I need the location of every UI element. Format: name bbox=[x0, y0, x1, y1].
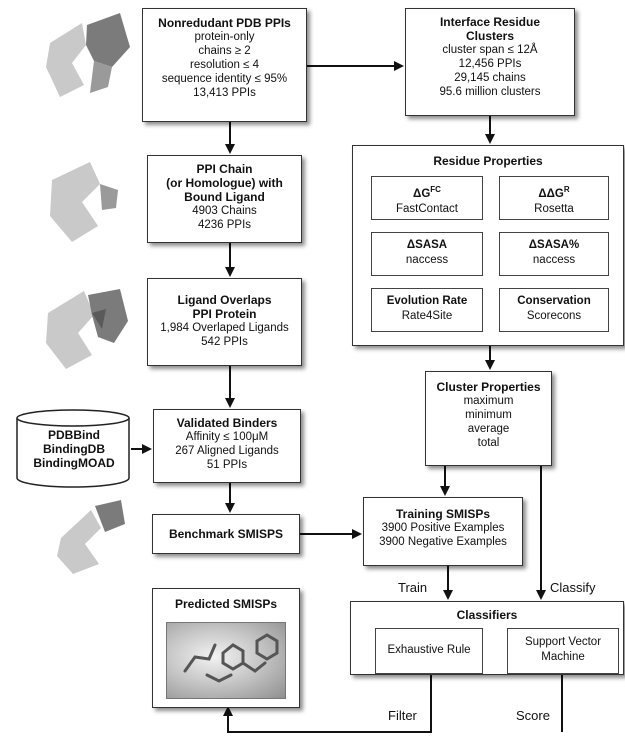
database-name: BindingMOAD bbox=[33, 456, 115, 470]
classifiers-box: Classifiers Exhaustive Rule Support Vect… bbox=[350, 601, 624, 675]
interface-residue-clusters-box: Interface Residue Clusters cluster span … bbox=[405, 8, 575, 116]
property-tool: Rosetta bbox=[534, 202, 574, 215]
classifier-name: Exhaustive Rule bbox=[387, 644, 471, 656]
training-smisps-box: Training SMISPs 3900 Positive Examples 3… bbox=[363, 497, 523, 566]
box-line: 4236 PPIs bbox=[197, 219, 252, 231]
arrow-classifiers-to-predicted bbox=[223, 675, 432, 733]
box-title: PPI Protein bbox=[192, 307, 257, 321]
property-superscript: R bbox=[563, 185, 570, 194]
protein-shape-icon bbox=[46, 289, 128, 369]
edge-label-filter: Filter bbox=[388, 708, 417, 723]
box-line: 1,984 Overlaped Ligands bbox=[160, 322, 289, 334]
box-line: Affinity ≤ 100μM bbox=[185, 431, 269, 443]
box-title: Interface Residue bbox=[439, 15, 541, 29]
box-line: 3900 Negative Examples bbox=[379, 536, 507, 548]
box-title: (or Homologue) with bbox=[166, 176, 283, 190]
property-cell-conservation: Conservation Scorecons bbox=[499, 288, 609, 332]
box-title: Cluster Properties bbox=[436, 380, 541, 394]
property-cell-dsasa-percent: ΔSASA% naccess bbox=[499, 232, 609, 276]
box-line: 3900 Positive Examples bbox=[381, 522, 505, 534]
nonredundant-pdb-ppis-box: Nonredudant PDB PPIs protein-only chains… bbox=[142, 8, 307, 122]
molecule-render-icon bbox=[183, 633, 279, 683]
box-line: 29,145 chains bbox=[454, 72, 526, 84]
box-title: Residue Properties bbox=[433, 154, 543, 168]
edge-label-score: Score bbox=[516, 708, 550, 723]
box-title: Validated Binders bbox=[176, 416, 278, 430]
protein-shape-icon bbox=[50, 162, 118, 242]
database-cylinder-icon bbox=[16, 409, 130, 488]
property-tool: Rate4Site bbox=[401, 310, 453, 322]
property-tool: naccess bbox=[532, 254, 576, 266]
box-line: protein-only bbox=[194, 31, 255, 43]
box-line: 13,413 PPIs bbox=[193, 87, 256, 99]
box-line: 542 PPIs bbox=[201, 336, 248, 348]
molecule-render-image bbox=[166, 622, 286, 699]
edge-label-classify: Classify bbox=[550, 580, 596, 595]
box-title: Predicted SMISPs bbox=[174, 597, 278, 611]
databases-labels: PDBBind BindingDB BindingMOAD bbox=[17, 428, 131, 470]
classifier-name: Support Vector bbox=[524, 636, 602, 648]
box-line: chains ≥ 2 bbox=[198, 45, 251, 57]
property-name: Conservation bbox=[517, 295, 591, 307]
box-line: total bbox=[477, 437, 500, 449]
benchmark-smisps-box: Benchmark SMISPS bbox=[152, 514, 300, 554]
property-name: ΔG bbox=[413, 187, 431, 200]
database-name: PDBBind bbox=[48, 428, 100, 442]
box-line: maximum bbox=[463, 395, 514, 407]
box-line: 51 PPIs bbox=[206, 459, 248, 471]
property-tool: FastContact bbox=[396, 202, 458, 215]
box-title: Training SMISPs bbox=[395, 507, 491, 521]
residue-properties-box: Residue Properties ΔGFC FastContact ΔΔGR… bbox=[352, 145, 624, 346]
box-title: Bound Ligand bbox=[184, 190, 265, 204]
box-line: sequence identity ≤ 95% bbox=[161, 73, 288, 85]
box-line: 12,456 PPIs bbox=[458, 58, 522, 70]
box-line: cluster span ≤ 12Å bbox=[442, 44, 538, 56]
box-line: 267 Aligned Ligands bbox=[175, 445, 279, 457]
property-name: ΔSASA% bbox=[528, 239, 580, 251]
svm-cell: Support Vector Machine bbox=[507, 628, 619, 674]
box-title: Classifiers bbox=[456, 608, 518, 622]
box-line: minimum bbox=[465, 409, 512, 421]
property-cell-dsasa: ΔSASA naccess bbox=[371, 232, 483, 276]
exhaustive-rule-cell: Exhaustive Rule bbox=[375, 628, 483, 674]
edge-label-train: Train bbox=[398, 580, 428, 595]
box-title: Nonredudant PDB PPIs bbox=[158, 16, 291, 30]
ppi-chain-box: PPI Chain (or Homologue) with Bound Liga… bbox=[147, 155, 302, 243]
property-name: ΔΔG bbox=[538, 187, 564, 200]
box-title: Clusters bbox=[465, 29, 515, 43]
box-title: Ligand Overlaps bbox=[177, 293, 272, 307]
box-line: 4903 Chains bbox=[192, 205, 257, 217]
box-line: average bbox=[467, 423, 510, 435]
property-superscript: FC bbox=[430, 185, 441, 194]
validated-binders-box: Validated Binders Affinity ≤ 100μM 267 A… bbox=[153, 409, 301, 483]
cluster-properties-box: Cluster Properties maximum minimum avera… bbox=[425, 371, 552, 466]
property-cell-dg: ΔGFC FastContact bbox=[371, 176, 483, 220]
box-title: Benchmark SMISPS bbox=[168, 527, 284, 541]
box-line: 95.6 million clusters bbox=[439, 86, 541, 98]
property-tool: naccess bbox=[405, 254, 449, 266]
property-cell-evolution-rate: Evolution Rate Rate4Site bbox=[371, 288, 483, 332]
property-name: Evolution Rate bbox=[386, 295, 468, 307]
box-title: PPI Chain bbox=[196, 162, 253, 176]
property-name: ΔSASA bbox=[406, 239, 448, 251]
protein-shape-icon bbox=[57, 500, 125, 574]
property-tool: Scorecons bbox=[526, 310, 582, 322]
protein-shape-icon bbox=[46, 13, 130, 97]
classifier-name: Machine bbox=[541, 651, 585, 663]
property-cell-ddg: ΔΔGR Rosetta bbox=[499, 176, 609, 220]
ligand-overlaps-box: Ligand Overlaps PPI Protein 1,984 Overla… bbox=[147, 278, 302, 366]
database-name: BindingDB bbox=[43, 442, 105, 456]
box-line: resolution ≤ 4 bbox=[190, 59, 259, 71]
